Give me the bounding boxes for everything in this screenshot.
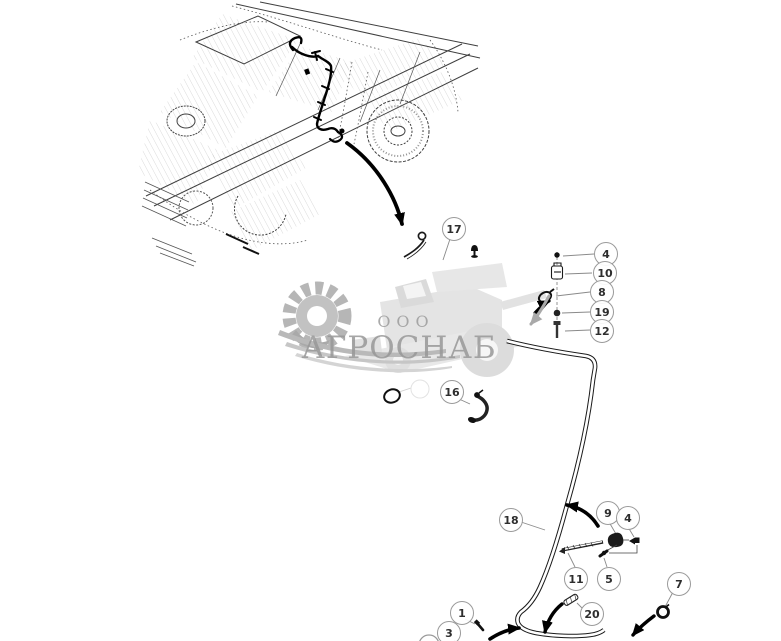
watermark-company-name: АГРОСНАБ xyxy=(301,330,497,366)
part-o-ring xyxy=(383,388,401,404)
watermark-swooshes xyxy=(278,330,460,373)
part-wire-eyelet xyxy=(403,231,427,260)
part-bolt-4b xyxy=(629,537,640,545)
direction-arrows xyxy=(488,501,656,641)
pointer-arrow-main xyxy=(345,141,405,226)
part-pin-20 xyxy=(563,593,579,606)
part-screw-1 xyxy=(473,619,485,632)
part-nut-19 xyxy=(553,309,561,317)
part-clamp-9 xyxy=(607,532,624,548)
part-screw-4 xyxy=(554,252,560,258)
watermark-company-prefix: ООО xyxy=(377,312,435,331)
part-push-pin xyxy=(471,245,478,258)
part-tube-18 xyxy=(506,338,606,639)
part-bracket-16 xyxy=(467,389,489,423)
part-grommet-7 xyxy=(656,603,670,619)
gray-arrow-to-tube xyxy=(529,294,551,326)
leader-lines xyxy=(398,238,674,641)
clipped-callout-circle xyxy=(419,634,439,641)
faint-callout-circle xyxy=(410,379,430,399)
part-bolt-12 xyxy=(553,321,561,338)
harness-highlight xyxy=(288,35,345,143)
part-clip-10 xyxy=(550,262,564,280)
machine-line-drawing xyxy=(138,1,481,267)
part-bolt-5 xyxy=(598,549,609,558)
fastener-column xyxy=(537,252,564,338)
part-rod-11 xyxy=(559,540,604,554)
